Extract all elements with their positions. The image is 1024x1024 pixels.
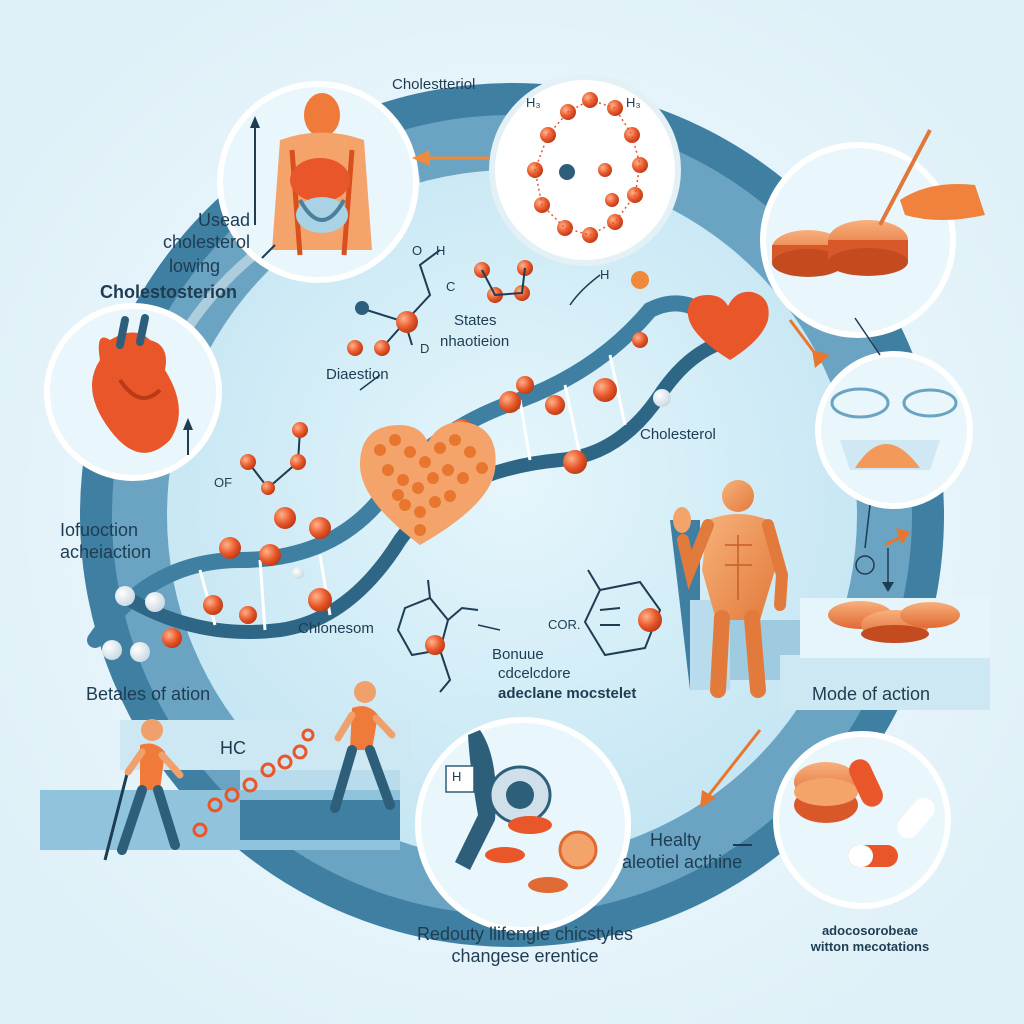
doctor-circle xyxy=(415,717,631,933)
head-icon xyxy=(304,93,340,137)
small-orange-ball xyxy=(631,271,649,289)
label-cholesterol-low: Chlonesom xyxy=(298,620,374,637)
label-adv-1: adocosorobeae xyxy=(821,923,919,938)
label-used-2: cholesterol xyxy=(162,232,250,252)
heart-icon xyxy=(92,332,179,453)
label-hc: HC xyxy=(220,738,246,758)
center-disc xyxy=(167,170,857,860)
label-h-left: H₃ xyxy=(526,95,541,110)
label-reduce-2: changese erentice xyxy=(451,946,599,966)
cholesterol-molecule-circle xyxy=(489,74,681,266)
label-used-4: Cholestosterion xyxy=(100,282,238,302)
elderly-walker xyxy=(103,719,184,861)
younger-walker xyxy=(330,681,396,813)
label-c: C xyxy=(446,279,456,294)
capsules-circle xyxy=(773,731,951,909)
label-adv-2: witton mecotations xyxy=(810,939,930,954)
label-cholesterol-mid: Cholesterol xyxy=(640,426,716,443)
label-d: D xyxy=(420,341,430,356)
label-states-1: States xyxy=(454,312,497,329)
label-infusion-2: acheiaction xyxy=(60,542,152,562)
tablet-cut-circle xyxy=(760,129,985,338)
arrowhead-left xyxy=(412,150,430,166)
cholesterol-cluster-heart xyxy=(360,421,496,545)
label-h-2: H xyxy=(600,267,610,282)
label-reduce-1: Redouty llifengle chicstyles xyxy=(416,924,634,944)
label-healthy-1: Healty xyxy=(650,830,702,850)
label-healthy-2: aleotiel acthine xyxy=(622,852,743,872)
label-com: COR. xyxy=(548,617,581,632)
callout-lines xyxy=(359,274,889,631)
label-used-3: lowing xyxy=(168,256,220,276)
label-states-2: nhaotieion xyxy=(440,333,510,350)
molecule-hexagon-right xyxy=(583,569,662,657)
heart-anatomy-circle xyxy=(44,303,222,481)
hand-icon xyxy=(900,184,985,220)
label-bonus-3: adeclane mocstelet xyxy=(498,685,637,702)
label-digestion: Diaestion xyxy=(326,366,389,383)
label-bonus-2: cdcelcdore xyxy=(498,665,571,682)
floating-molecules xyxy=(192,728,315,838)
powder-bowl-circle xyxy=(815,351,973,509)
label-infusion-1: Iofuoction xyxy=(60,520,139,540)
label-benefits-of-action: Betales of ation xyxy=(86,684,211,704)
label-h-right: H₃ xyxy=(626,95,641,110)
heart-shape xyxy=(687,291,769,360)
label-bonus-1: Bonuue xyxy=(492,646,544,663)
label-h-mol: H xyxy=(436,243,446,258)
muscular-figure xyxy=(673,480,789,698)
body-anatomy-circle xyxy=(217,81,419,283)
molecule-structure-left xyxy=(240,422,308,495)
mode-pills xyxy=(828,601,960,643)
label-of: OF xyxy=(214,475,233,490)
label-mode-of-action: Mode of action xyxy=(812,684,931,704)
label-cholesterol-top: Cholestteriol xyxy=(392,76,476,93)
label-o: O xyxy=(412,243,423,258)
label-h-box: H xyxy=(452,769,462,784)
label-used-1: Usead xyxy=(197,210,250,230)
